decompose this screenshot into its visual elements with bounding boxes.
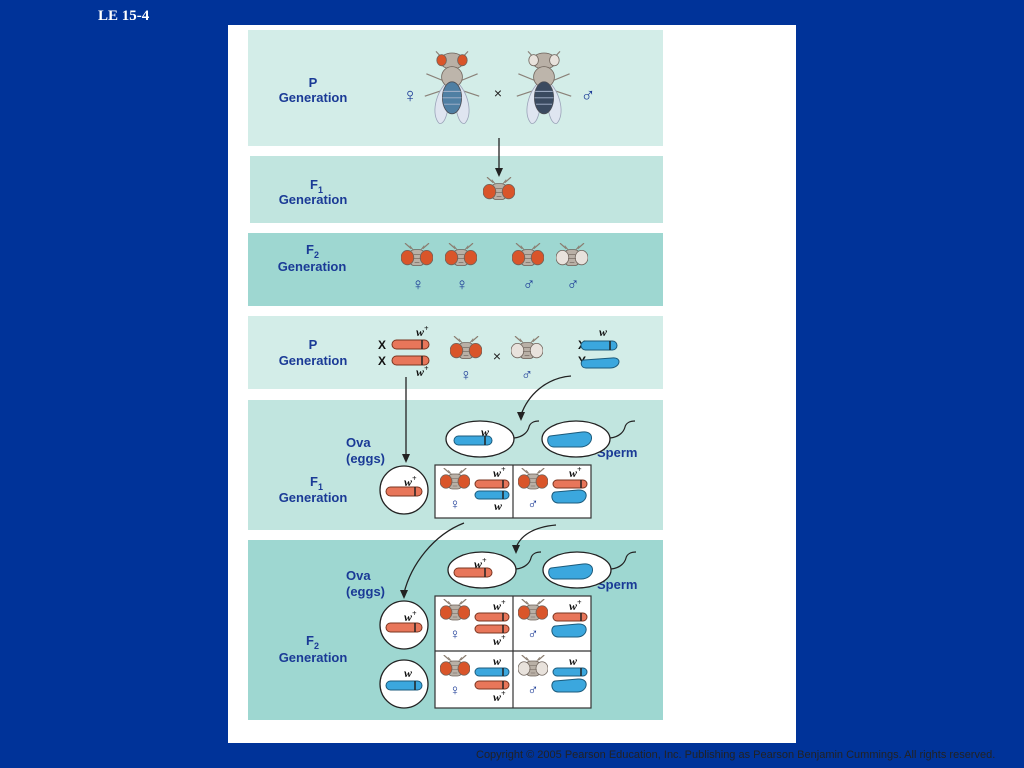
ova-label: Ova — [346, 435, 371, 450]
male-symbol-icon: ♂ — [527, 496, 538, 513]
eggs-label: (eggs) — [346, 584, 385, 599]
inheritance-diagram: P Generation ♀ × ♂ F1 Generation F2 Gene… — [248, 30, 663, 720]
sperm-tail — [513, 420, 540, 439]
allele-w-plus-label: w+ — [493, 689, 506, 704]
x-chromosome-w-plus — [474, 680, 510, 690]
x-chromosome-w-plus — [391, 339, 430, 350]
arrow-egg-line — [403, 522, 465, 594]
male-symbol-icon: ♂ — [527, 626, 538, 643]
y-chromosome — [551, 489, 587, 504]
x-chromosome-w-plus — [474, 479, 510, 489]
f1-generation-label: Generation — [279, 192, 348, 207]
f2-cross-generation-label: Generation — [279, 650, 348, 665]
p-cross-generation-label: Generation — [279, 353, 348, 368]
allele-w-plus-label: w+ — [493, 465, 506, 480]
f2-generation-label: Generation — [278, 259, 347, 274]
sperm-tail — [515, 551, 542, 570]
male-symbol-icon: ♂ — [523, 275, 536, 294]
female-symbol-icon: ♀ — [460, 367, 472, 384]
arrow-head-icon — [495, 168, 503, 177]
allele-w-label: w — [494, 499, 503, 513]
f1-generation-panel — [250, 156, 663, 223]
sperm-tail — [609, 420, 636, 439]
male-symbol-icon: ♂ — [581, 85, 596, 107]
arrow-head-icon — [512, 545, 520, 554]
f2-generation-panel — [248, 233, 663, 306]
x-chromosome-w-plus — [552, 612, 588, 622]
allele-w-plus-label: w+ — [404, 474, 417, 489]
allele-w-plus-label: w+ — [569, 465, 582, 480]
slide-label: LE 15-4 — [98, 8, 150, 24]
x-chromosome-w-plus — [552, 479, 588, 489]
allele-w-plus-label: w+ — [416, 364, 429, 379]
copyright-notice: Copyright © 2005 Pearson Education, Inc.… — [476, 749, 996, 761]
x-chromosome-w — [474, 667, 510, 677]
p-generation-label-p: P — [309, 75, 318, 90]
allele-w-plus-label: w+ — [416, 324, 429, 339]
female-symbol-icon: ♀ — [449, 626, 460, 643]
arrow-head-icon — [402, 454, 410, 463]
y-chromosome — [548, 563, 593, 580]
cross-symbol: × — [493, 348, 501, 364]
p-cross-label-p: P — [309, 337, 318, 352]
x-chromosome-w — [385, 680, 423, 691]
x-chromosome-w — [580, 340, 618, 351]
male-symbol-icon: ♂ — [567, 275, 580, 294]
male-symbol-icon: ♂ — [527, 682, 538, 699]
allele-w-plus-label: w+ — [493, 633, 506, 648]
arrow-head-icon — [400, 590, 408, 599]
x-chromosome-w — [552, 667, 588, 677]
sperm-label: Sperm — [597, 577, 637, 592]
arrow-head-icon — [517, 412, 525, 421]
sperm-tail — [610, 551, 637, 570]
x-chromosome-w-plus — [385, 486, 423, 497]
allele-w-label: w — [404, 666, 413, 680]
x-chromosome-w-plus — [453, 567, 493, 578]
y-chromosome — [551, 678, 587, 693]
eggs-label: (eggs) — [346, 451, 385, 466]
allele-w-plus-label: w+ — [474, 556, 487, 571]
x-chromosome-w — [453, 435, 493, 446]
genetics-figure: P Generation ♀ × ♂ F1 Generation F2 Gene… — [228, 25, 995, 761]
allele-w-label: w — [493, 654, 502, 668]
x-chromosome-w-plus — [385, 622, 423, 633]
female-symbol-icon: ♀ — [403, 85, 418, 107]
y-chromosome — [551, 623, 587, 638]
x-chromosome-w-plus — [391, 355, 430, 366]
x-chromosome-w-plus — [474, 624, 510, 634]
allele-w-plus-label: w+ — [569, 598, 582, 613]
female-symbol-icon: ♀ — [456, 275, 469, 294]
p-generation-label: Generation — [279, 90, 348, 105]
f1-cross-label-f: F1 — [310, 474, 323, 492]
y-chromosome — [580, 357, 620, 369]
female-chromosome-x-1: X — [378, 338, 386, 352]
male-symbol-icon: ♂ — [521, 367, 533, 384]
ova-label: Ova — [346, 568, 371, 583]
female-symbol-icon: ♀ — [412, 275, 425, 294]
x-chromosome-w — [474, 490, 510, 500]
cross-symbol: × — [494, 85, 502, 101]
f1-cross-generation-label: Generation — [279, 490, 348, 505]
allele-w-label: w — [599, 325, 608, 339]
allele-w-label: w — [481, 425, 490, 439]
allele-w-label: w — [569, 654, 578, 668]
allele-w-plus-label: w+ — [404, 609, 417, 624]
f1-label-f: F1 — [310, 177, 323, 195]
f2-label-f: F2 — [306, 242, 319, 260]
f2-cross-label-f: F2 — [306, 633, 319, 651]
female-symbol-icon: ♀ — [449, 496, 460, 513]
allele-w-plus-label: w+ — [493, 598, 506, 613]
female-symbol-icon: ♀ — [449, 682, 460, 699]
x-chromosome-w-plus — [474, 612, 510, 622]
y-chromosome — [547, 431, 592, 448]
female-chromosome-x-2: X — [378, 354, 386, 368]
sperm-label: Sperm — [597, 445, 637, 460]
arrow-sperm-line — [520, 375, 572, 416]
